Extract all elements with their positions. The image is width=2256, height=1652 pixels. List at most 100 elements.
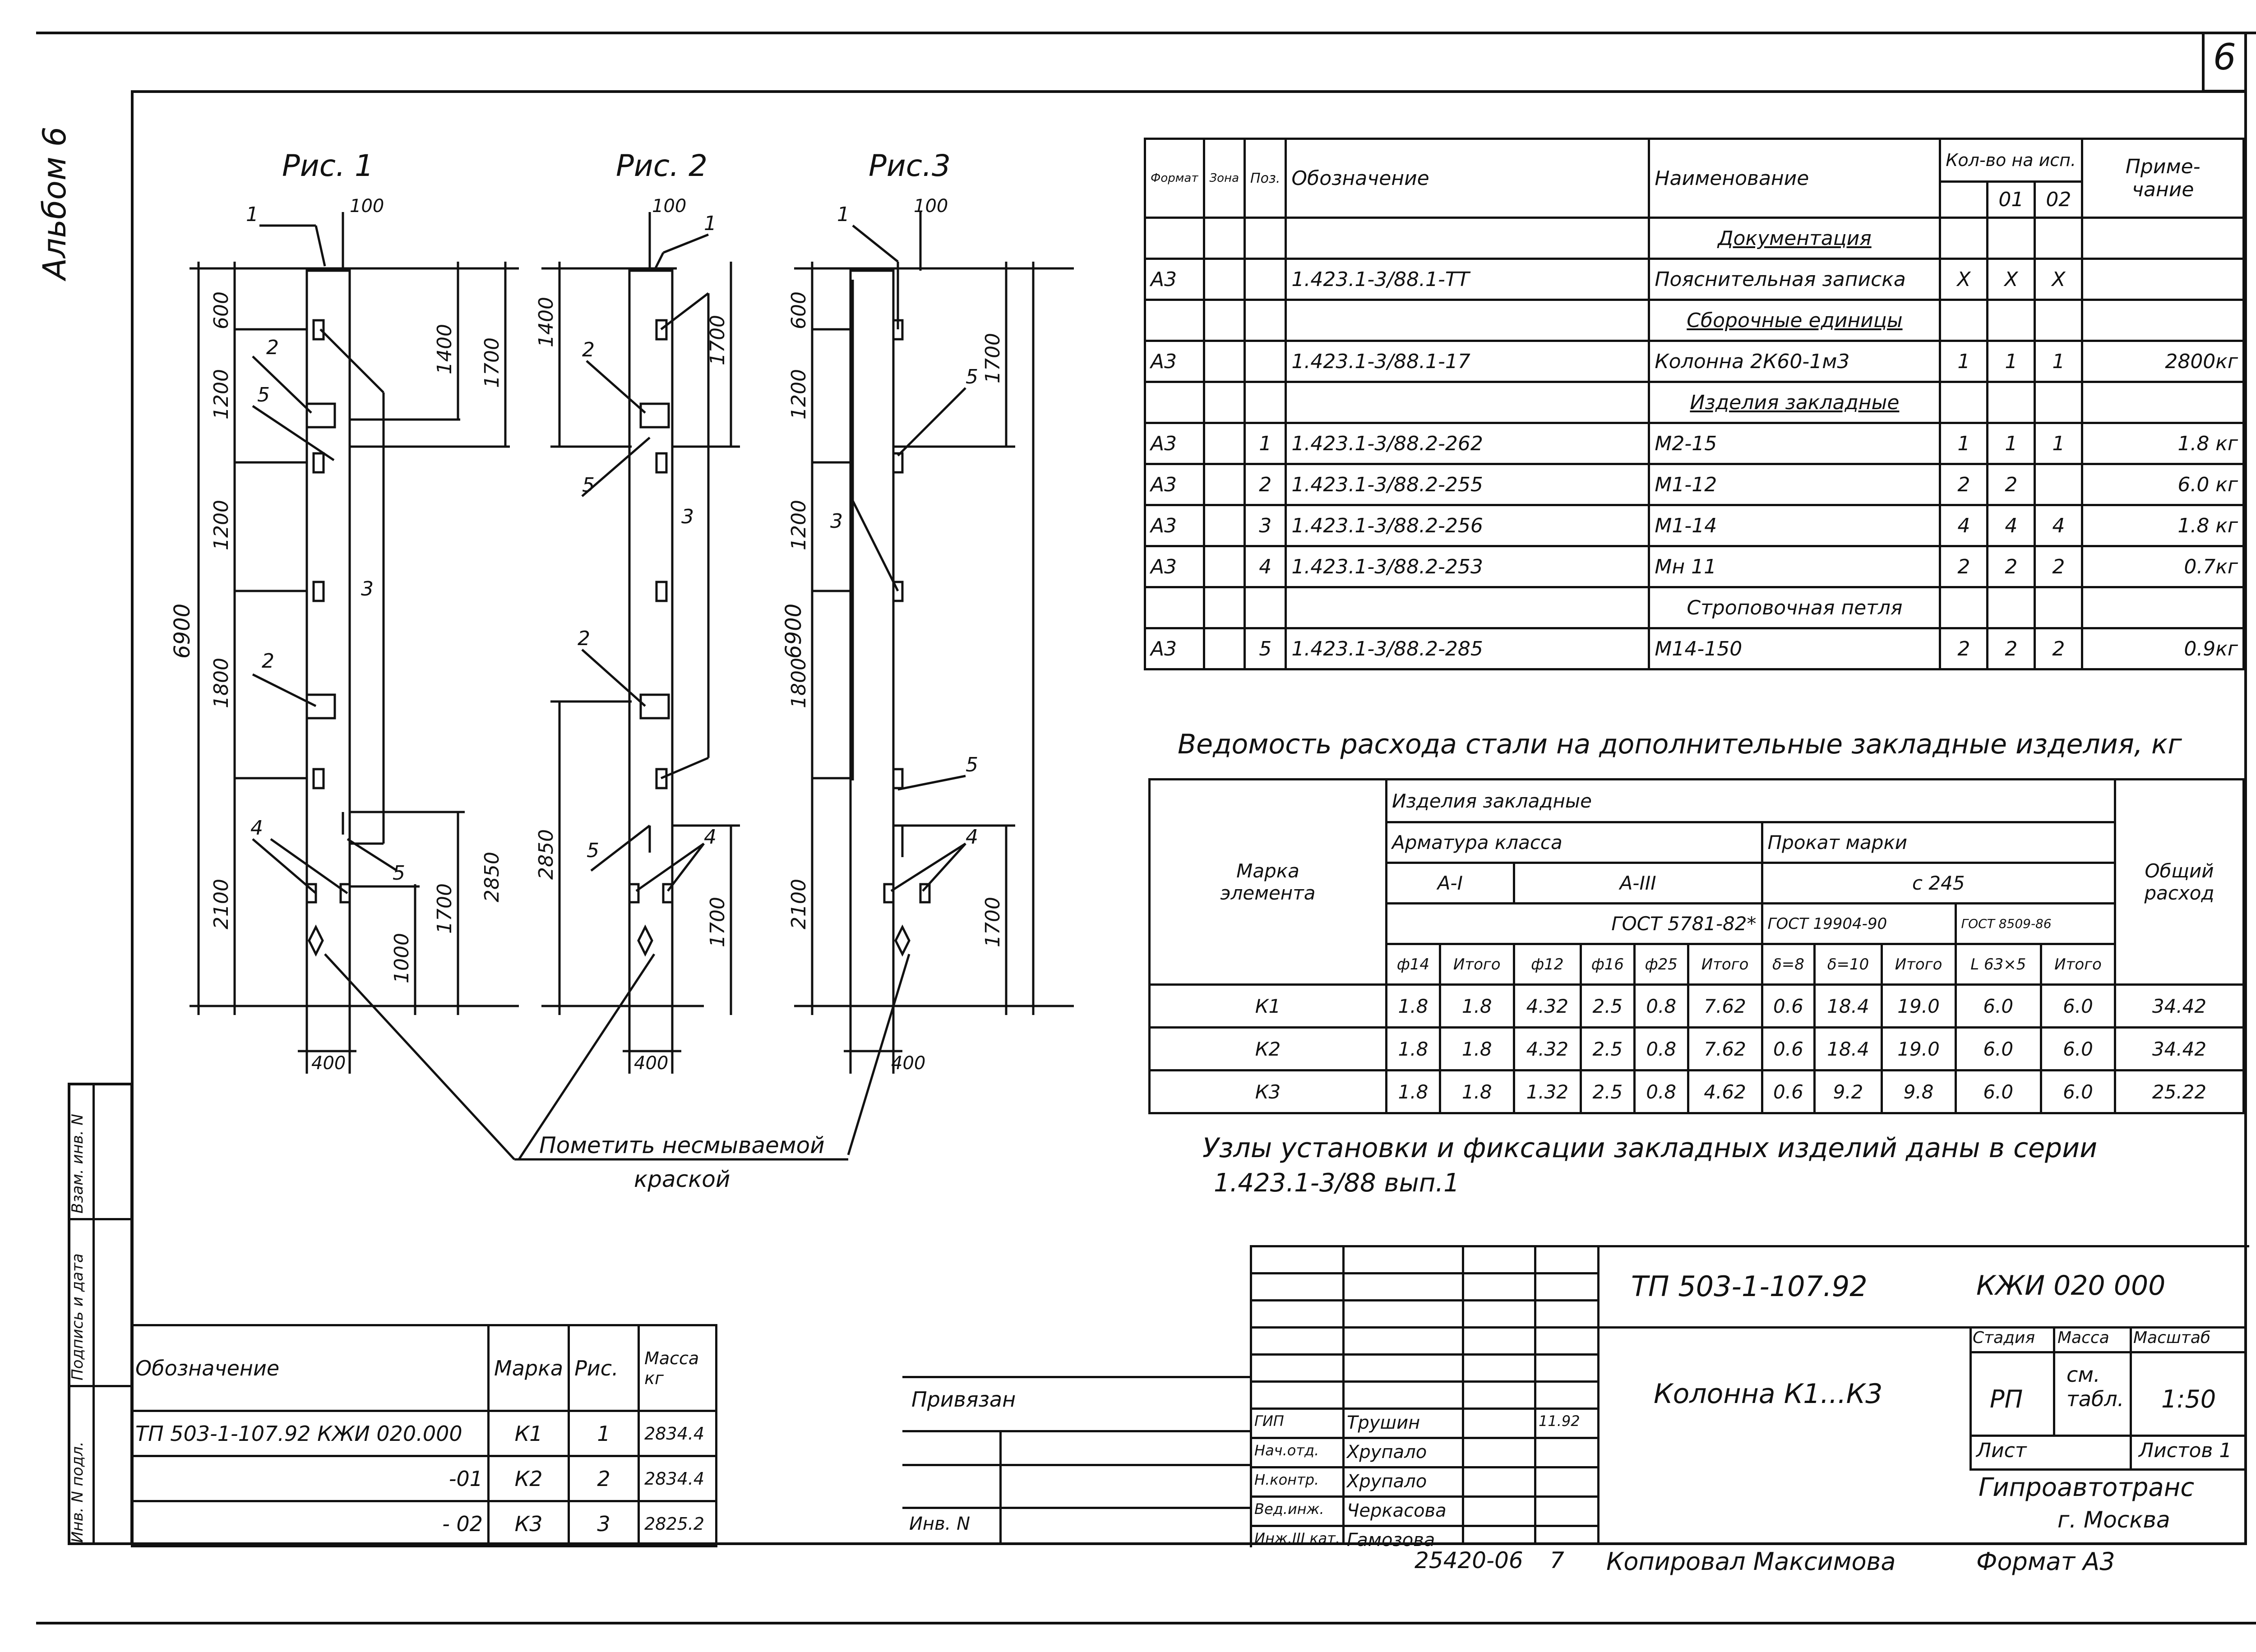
paint-note-1: Пометить несмываемой [539, 1132, 825, 1158]
spec-cell-note: 0.9кг [2081, 627, 2245, 670]
steel-col-header: Итого [2040, 943, 2116, 986]
spec-cell-z [1202, 586, 1246, 629]
steel-col-header: δ=8 [1761, 943, 1816, 986]
spec-cell-p: 2 [1244, 463, 1287, 506]
spec-cell-p: 1 [1244, 422, 1287, 465]
spec-cell-p: 3 [1244, 504, 1287, 547]
steel-total: 34.42 [2114, 983, 2245, 1029]
tb-stage-box [1969, 1326, 2249, 1471]
spec-cell-q1: 2 [1986, 463, 2036, 506]
spec-cell-q0 [1939, 586, 1989, 629]
drawing-frame [131, 90, 2247, 1545]
steel-value: 6.0 [1954, 1026, 2043, 1071]
svg-text:2: 2 [578, 627, 590, 650]
svg-text:1200: 1200 [210, 369, 233, 420]
spec-cell-n: Строповочная петля [1648, 586, 1942, 629]
spec-cell-p [1244, 217, 1287, 260]
fig3-column [849, 269, 895, 1007]
inv-label: Инв. N [909, 1514, 970, 1534]
privyazan-label: Привязан [911, 1387, 1016, 1412]
tb-scale: 1:50 [2161, 1385, 2216, 1413]
steel-value: 0.6 [1761, 1069, 1816, 1114]
spec-cell-p [1244, 340, 1287, 383]
spec-cell-q1 [1986, 586, 2036, 629]
tb-vline2 [2053, 1326, 2055, 1437]
fig1-title: Рис. 1 [282, 148, 374, 183]
spec-cell-q0: 2 [1939, 545, 1989, 588]
steel-value: 1.32 [1512, 1069, 1582, 1114]
person-role: Н.контр. [1254, 1471, 1319, 1488]
spec-cell-d: 1.423.1-3/88.1-ТТ [1285, 258, 1650, 301]
steel-col-header: ф12 [1512, 943, 1582, 986]
steel-title: Ведомость расхода стали на дополнительны… [1178, 729, 2182, 760]
spec-cell-note: 6.0 кг [2081, 463, 2245, 506]
tb-name: Колонна К1...К3 [1654, 1378, 1883, 1410]
marks-cell-r: 2 [568, 1455, 640, 1502]
spec-cell-p [1244, 258, 1287, 301]
svg-text:3: 3 [681, 505, 694, 528]
tb-vline [1597, 1245, 1600, 1545]
privyazan-block [902, 1376, 1250, 1547]
svg-text:2: 2 [582, 338, 595, 361]
spec-cell-q2 [2034, 299, 2084, 342]
spec-cell-p: 5 [1244, 627, 1287, 670]
svg-text:1700: 1700 [481, 337, 504, 388]
person-role: Инж.III кат. [1254, 1530, 1341, 1547]
person-role: ГИП [1254, 1412, 1284, 1430]
steel-value: 6.0 [2040, 983, 2116, 1029]
tb-mass: см. табл. [2066, 1362, 2124, 1411]
person-name: Трушин [1347, 1412, 1420, 1433]
spec-cell-note [2081, 586, 2245, 629]
spec-row: Документация [1144, 217, 2245, 260]
spec-cell-q0: 2 [1939, 463, 1989, 506]
svg-text:1200: 1200 [787, 369, 810, 420]
tb-org: Гипроавтотранс [1979, 1473, 2195, 1502]
title-block [1250, 1245, 2249, 1547]
spec-cell-f [1144, 586, 1205, 629]
tb-vline [1342, 1245, 1345, 1545]
svg-text:1700: 1700 [981, 333, 1004, 383]
svg-text:400: 400 [634, 1053, 668, 1074]
svg-text:4: 4 [966, 826, 978, 849]
sheet-number: 6 [2213, 36, 2236, 78]
spec-cell-q2: X [2034, 258, 2084, 301]
spec-cell-note [2081, 299, 2245, 342]
spec-cell-n: М2-15 [1648, 422, 1942, 465]
steel-value: 0.6 [1761, 1026, 1816, 1071]
svg-text:6900: 6900 [170, 604, 195, 659]
spec-cell-d: 1.423.1-3/88.2-256 [1285, 504, 1650, 547]
tb-hline [1250, 1299, 1597, 1301]
spec-cell-q1: 1 [1986, 340, 2036, 383]
person-row: Нач.отд.Хрупало [1250, 1437, 1597, 1466]
nodes-note-1: Узлы установки и фиксации закладных изде… [1202, 1132, 2098, 1164]
tb-stage-label: Стадия [1973, 1329, 2035, 1347]
steel-value: 6.0 [2040, 1069, 2116, 1114]
svg-text:100: 100 [914, 196, 948, 217]
column-drawings: Рис. 1 Рис. 2 Рис.3 100 100 100 6900 600… [170, 148, 1074, 1161]
marks-cell-mass: 2825.2 [638, 1500, 717, 1547]
steel-col-header: ф16 [1579, 943, 1636, 986]
steel-value: 0.8 [1633, 1069, 1689, 1114]
spec-cell-q2: 2 [2034, 545, 2084, 588]
fig2-column [628, 269, 674, 1007]
steel-value: 0.8 [1633, 983, 1689, 1029]
tb-line [1969, 1435, 2247, 1437]
svg-text:1000: 1000 [390, 933, 413, 983]
svg-text:1700: 1700 [706, 315, 729, 365]
spec-cell-q1: 4 [1986, 504, 2036, 547]
tb-line [1969, 1543, 2247, 1545]
spec-cell-d: 1.423.1-3/88.1-17 [1285, 340, 1650, 383]
fig1-column [305, 269, 351, 1007]
spec-cell-z [1202, 381, 1246, 424]
marks-cell-mass: 2834.4 [638, 1410, 717, 1457]
svg-text:1: 1 [837, 203, 850, 226]
spec-cell-f [1144, 299, 1205, 342]
steel-value: 19.0 [1880, 983, 1957, 1029]
svg-text:1400: 1400 [535, 297, 558, 347]
